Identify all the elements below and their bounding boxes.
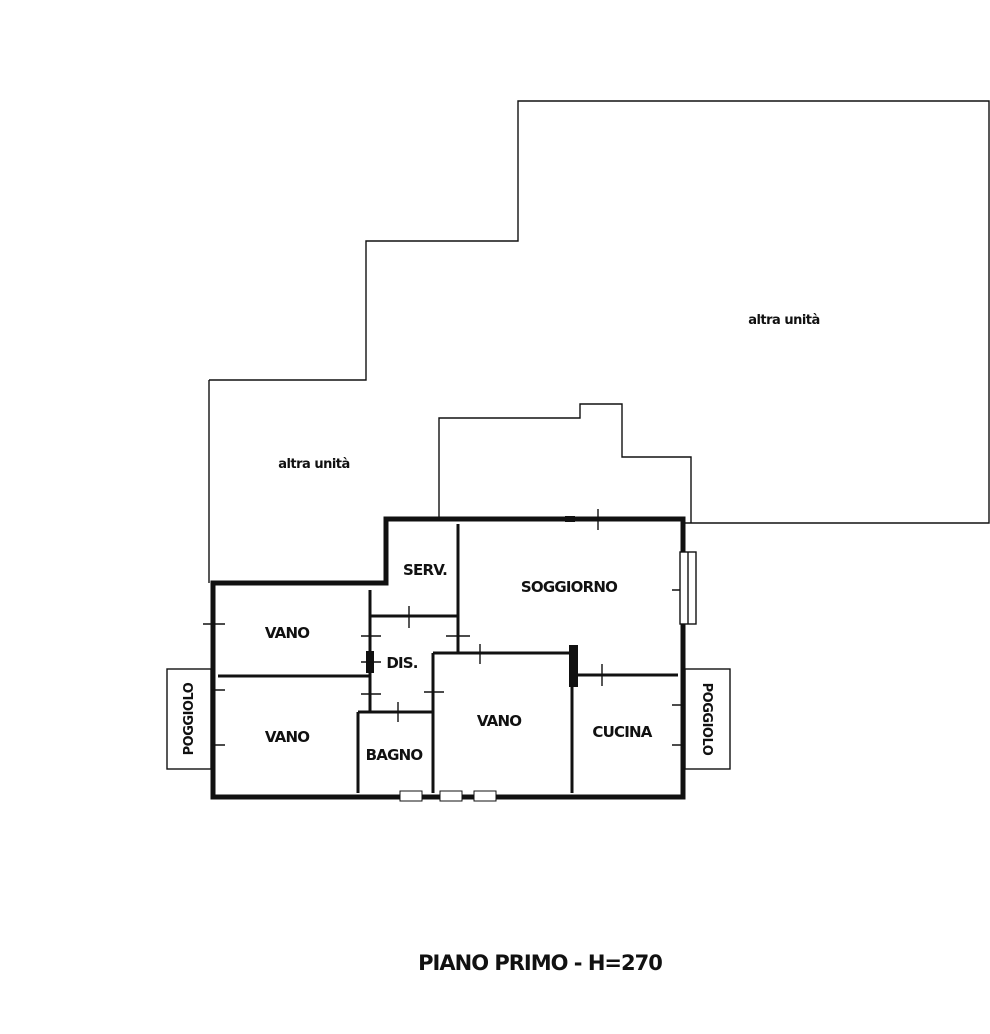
neighbor-unit-middle-outline bbox=[438, 403, 692, 523]
room-label-poggiolo-right: POGGIOLO bbox=[699, 683, 714, 756]
poggiolo-right bbox=[684, 668, 731, 770]
neighbor-unit-left-outline bbox=[209, 100, 990, 524]
room-label-vano-bottom-left: VANO bbox=[265, 728, 309, 746]
room-label-dis: DIS. bbox=[386, 654, 417, 672]
room-label-serv: SERV. bbox=[403, 561, 447, 579]
interior-walls bbox=[218, 524, 678, 793]
room-label-poggiolo-left: POGGIOLO bbox=[182, 682, 197, 755]
neighbor-label-left: altra unità bbox=[278, 457, 350, 472]
floor-title: PIANO PRIMO - H=270 bbox=[418, 951, 662, 975]
room-label-vano-center: VANO bbox=[477, 712, 521, 730]
neighbor-label-right: altra unità bbox=[748, 313, 820, 328]
room-label-bagno: BAGNO bbox=[366, 746, 423, 764]
door-window-marks bbox=[203, 509, 697, 802]
room-label-soggiorno: SOGGIORNO bbox=[521, 578, 617, 596]
room-label-cucina: CUCINA bbox=[592, 723, 652, 741]
poggiolo-left bbox=[166, 668, 212, 770]
apartment-outer-wall bbox=[210, 516, 686, 800]
room-label-vano-top: VANO bbox=[265, 624, 309, 642]
